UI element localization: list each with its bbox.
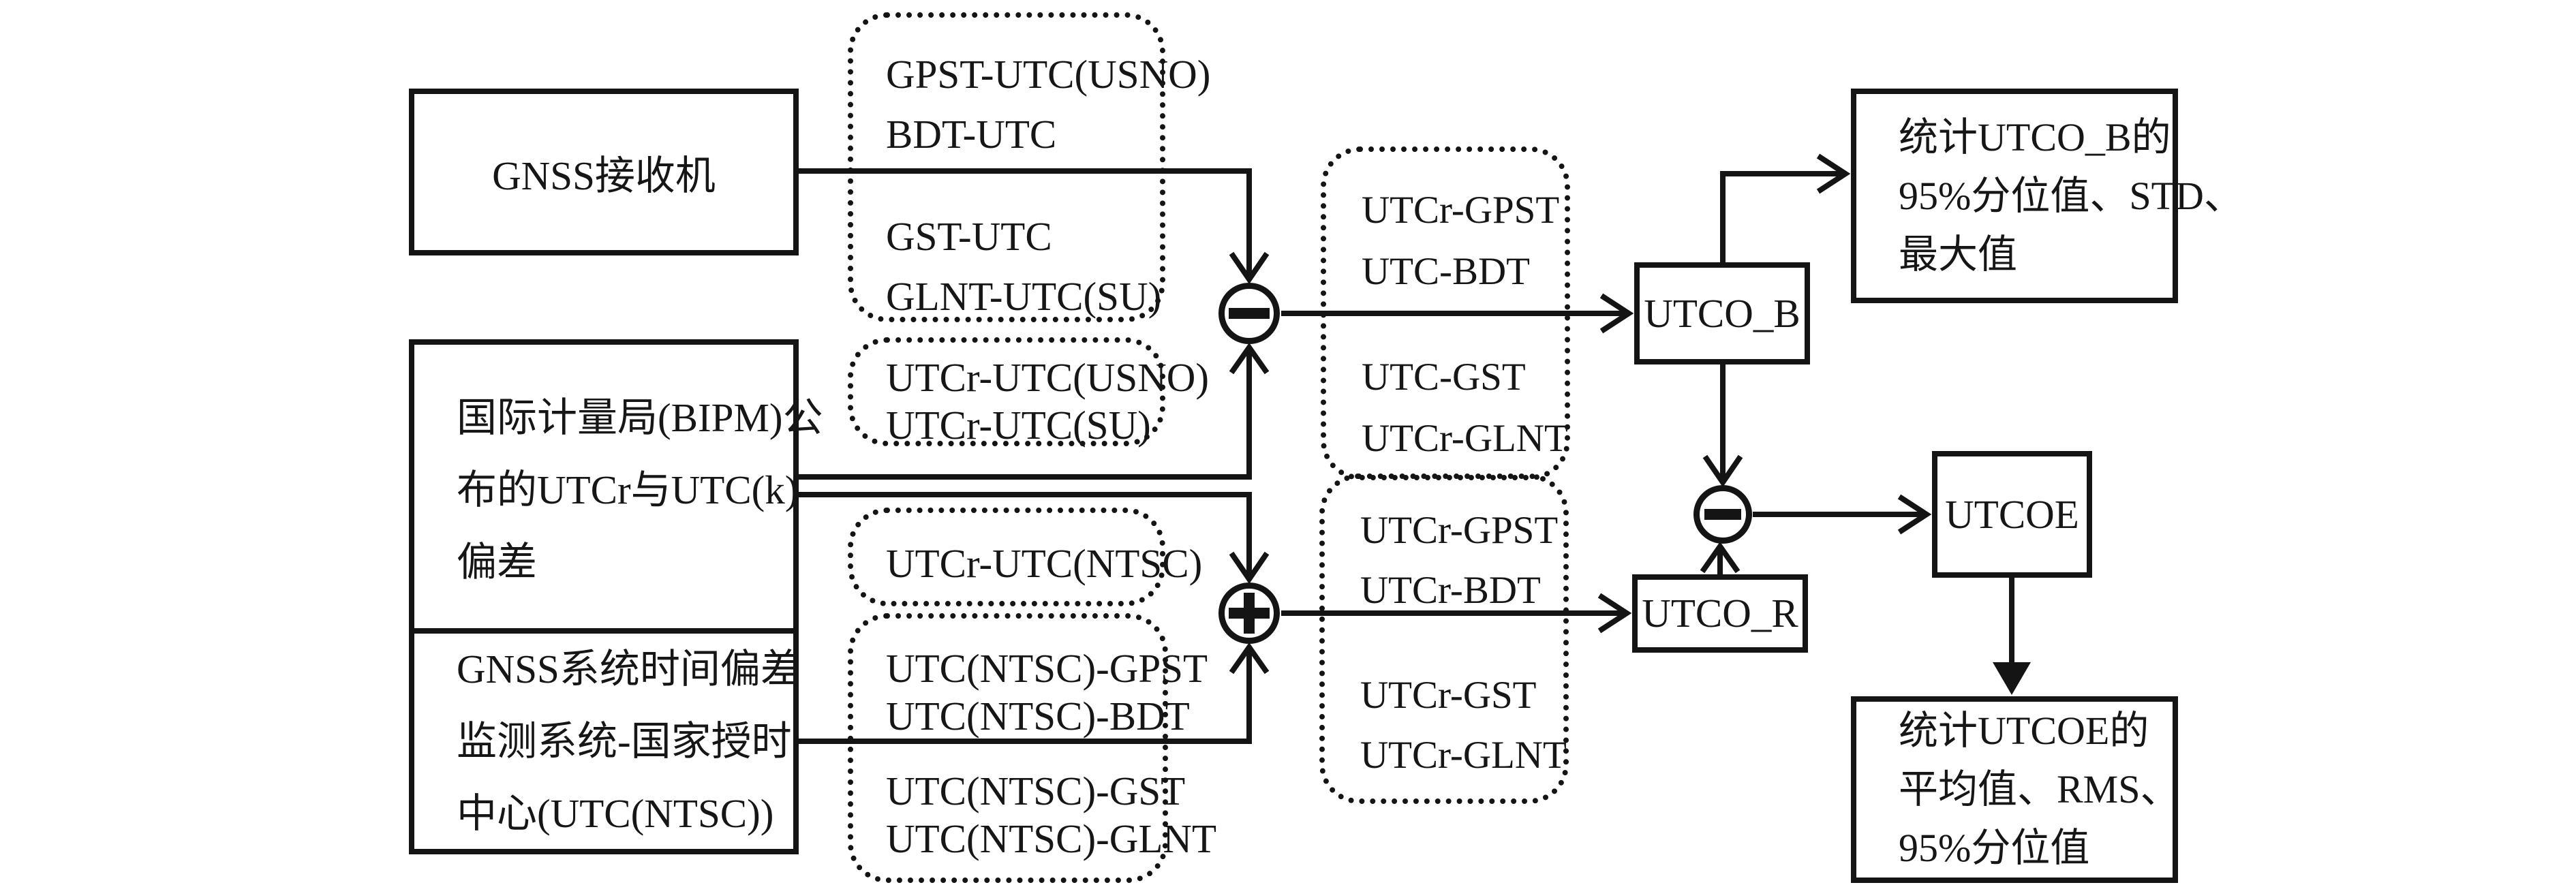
offset-item: UTC(NTSC)-GPST (886, 646, 1208, 691)
offset-item: UTCr-GLNT (1362, 417, 1568, 460)
source-label-line: 监测系统-国家授时 (457, 719, 792, 764)
stats-line: 平均值、RMS、 (1899, 767, 2180, 811)
offset-item: GLNT-UTC(SU) (886, 274, 1162, 319)
offset-item: UTCr-UTC(USNO) (886, 355, 1210, 400)
offset-item: GPST-UTC(USNO) (886, 52, 1211, 97)
offset-item: UTC(NTSC)-BDT (886, 694, 1190, 739)
offset-item: UTC(NTSC)-GST (886, 768, 1186, 813)
source-label-line: 偏差 (457, 540, 538, 585)
result-label: UTCOE (1945, 491, 2079, 537)
result-box-utco-r: UTCO_R (1632, 574, 1808, 653)
result-box-utcoe: UTCOE (1932, 451, 2092, 578)
minus-junction-icon (1693, 485, 1752, 544)
offset-item: UTCr-UTC(NTSC) (886, 541, 1203, 586)
dotted-group-utcr-ntsc: UTCr-UTC(NTSC) (848, 508, 1203, 606)
result-label: UTCO_R (1642, 591, 1798, 636)
offset-item: UTC-BDT (1362, 250, 1530, 293)
stats-line: 最大值 (1899, 232, 2018, 277)
source-label-line: 国际计量局(BIPM)公 (457, 395, 823, 440)
offset-item: GST-UTC (886, 214, 1052, 259)
stats-line: 95%分位值、STD、 (1899, 173, 2243, 218)
offset-item: UTCr-GPST (1362, 189, 1560, 232)
source-box-bipm: 国际计量局(BIPM)公 布的UTCr与UTC(k) 偏差 (409, 339, 823, 640)
offset-item: UTCr-UTC(SU) (886, 403, 1151, 448)
dotted-group-broadcast-offsets: GPST-UTC(USNO) BDT-UTC GST-UTC GLNT-UTC(… (848, 12, 1211, 322)
stats-box-utco-b: 统计UTCO_B的 95%分位值、STD、 最大值 (1851, 89, 2243, 303)
offset-item: UTCr-GPST (1360, 509, 1559, 552)
source-label-line: 布的UTCr与UTC(k) (457, 467, 799, 512)
source-box-ntsc-monitor: GNSS系统时间偏差 监测系统-国家授时 中心(UTC(NTSC)) (409, 628, 801, 854)
minus-glyph (1704, 509, 1741, 520)
offset-item: UTCr-BDT (1360, 569, 1541, 612)
dotted-group-ntsc-measured: UTC(NTSC)-GPST UTC(NTSC)-BDT UTC(NTSC)-G… (848, 613, 1217, 883)
offset-item: UTCr-GST (1360, 674, 1537, 717)
dotted-group-utcr-utck: UTCr-UTC(USNO) UTCr-UTC(SU) (848, 337, 1210, 448)
offset-item: UTC(NTSC)-GLNT (886, 816, 1217, 861)
source-box-gnss-receiver: GNSS接收机 (409, 89, 799, 255)
source-label-line: GNSS系统时间偏差 (457, 647, 801, 692)
stats-line: 95%分位值 (1899, 826, 2090, 870)
stats-line: 统计UTCO_B的 (1899, 114, 2171, 159)
stats-line: 统计UTCOE的 (1899, 709, 2149, 753)
dotted-group-utco-b-components: UTCr-GPST UTC-BDT UTC-GST UTCr-GLNT (1321, 146, 1570, 480)
offset-item: UTCr-GLNT (1360, 734, 1567, 777)
minus-junction-icon (1218, 283, 1280, 344)
offset-item: BDT-UTC (886, 112, 1057, 157)
result-box-utco-b: UTCO_B (1634, 262, 1810, 364)
result-label: UTCO_B (1644, 290, 1800, 336)
plus-junction-icon (1218, 583, 1280, 644)
offset-item: UTC-GST (1362, 356, 1526, 399)
source-label-line: 中心(UTC(NTSC)) (457, 791, 774, 836)
stats-box-utcoe: 统计UTCOE的 平均值、RMS、 95%分位值 (1851, 696, 2180, 883)
minus-glyph (1229, 308, 1270, 319)
plus-glyph (1244, 593, 1255, 634)
dotted-group-utco-r-components: UTCr-GPST UTCr-BDT UTCr-GST UTCr-GLNT (1319, 473, 1569, 804)
source-label: GNSS接收机 (492, 153, 716, 198)
